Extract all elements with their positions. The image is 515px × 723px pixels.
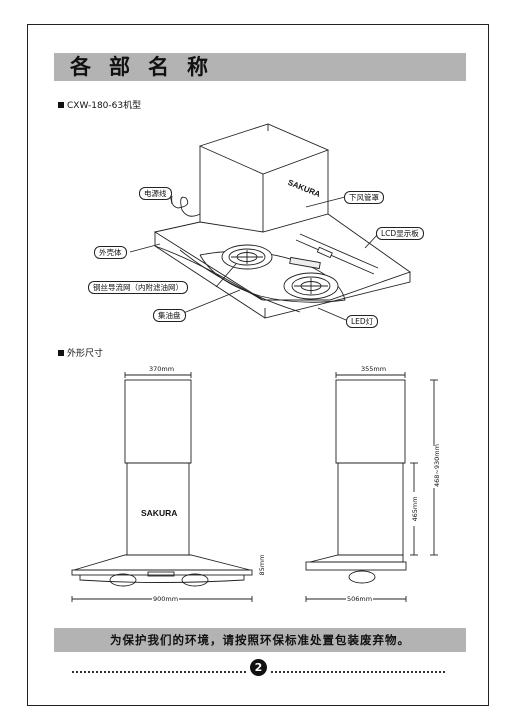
dimension-label-text: 外形尺寸 (67, 349, 104, 359)
front-view-drawing (71, 372, 264, 602)
dim-front-top-width: 370mm (148, 365, 176, 373)
side-view-drawing (305, 372, 438, 602)
page-frame (27, 24, 489, 706)
callout-lower-duct-cover: 下风管罩 (344, 191, 384, 204)
bullet-icon (58, 102, 64, 108)
dim-side-depth: 506mm (346, 595, 374, 603)
model-label-text: CXW-180-63机型 (67, 101, 142, 111)
header-bar (54, 53, 466, 81)
callout-oil-cup: 集油盘 (153, 309, 186, 322)
dotted-divider-left (72, 667, 246, 673)
dim-side-top-depth: 355mm (360, 365, 388, 373)
callout-filter: 钢丝导流网（内附滤油网） (88, 281, 188, 294)
range-hood-perspective (129, 123, 411, 321)
dim-duct-height: 465mm (411, 492, 419, 526)
model-section-label: CXW-180-63机型 (58, 101, 141, 112)
page-title: 各部名称 (70, 55, 226, 79)
callout-housing: 外壳体 (94, 246, 127, 259)
callout-led-light: LED灯 (346, 315, 379, 328)
dim-canopy-height: 85mm (258, 551, 266, 579)
dimension-section-label: 外形尺寸 (58, 349, 103, 360)
bullet-icon (58, 350, 64, 356)
dotted-divider-right (271, 667, 445, 673)
page-number: 2 (250, 659, 267, 676)
dim-front-width: 900mm (152, 595, 180, 603)
brand-logo-front: SAKURA (141, 508, 178, 518)
callout-lcd-panel: LCD显示板 (376, 227, 424, 240)
dim-total-height: 468~930mm (433, 444, 441, 488)
environment-notice: 为保护我们的环境，请按照环保标准处置包装废弃物。 (54, 628, 466, 652)
callout-power-cord: 电源线 (139, 187, 172, 200)
